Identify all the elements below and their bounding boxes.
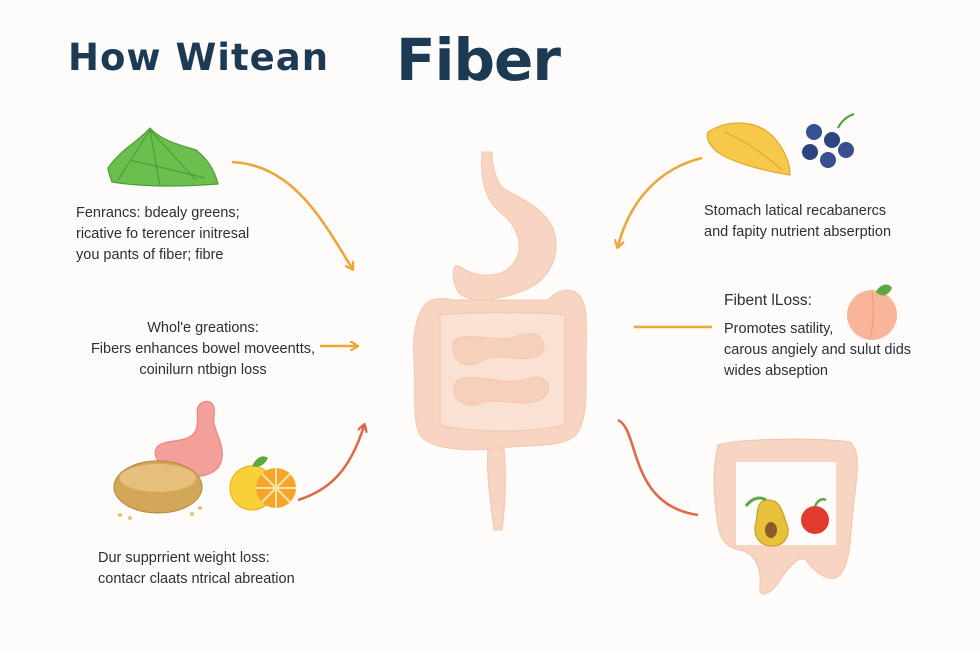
label-line: Stomach latical recabanercs xyxy=(704,203,887,219)
label-whole-grains: Whol'e greations: Fibers enhances bowel … xyxy=(78,318,328,381)
leafy-greens-icon xyxy=(107,127,219,187)
label-line: you pants of fiber; fibre xyxy=(76,247,224,263)
label-line: Fibers enhances bowel moveentts, xyxy=(90,341,316,357)
pear-icon xyxy=(744,496,789,547)
apple-icon xyxy=(801,498,829,534)
title-part-2: Fiber xyxy=(396,26,561,94)
arrow-greens-to-gut xyxy=(231,160,352,268)
label-heading: Whol'e greations: xyxy=(147,320,259,336)
label-line: ricative fo terencer initresal xyxy=(76,226,250,242)
label-heading: Fibent lLoss: xyxy=(724,292,812,309)
banana-icon xyxy=(706,122,791,176)
peach-icon xyxy=(847,284,897,340)
label-fiber-loss: Fibent lLoss: Promotes satility, carous … xyxy=(724,290,911,382)
label-leafy-greens: Fenrancs: bdealy greens; ricative fo ter… xyxy=(76,203,249,266)
orange-icon xyxy=(229,456,296,511)
grains-bowl-icon xyxy=(113,460,203,520)
title-part-1: How Witean xyxy=(68,36,330,79)
label-stomach: Stomach latical recabanercs and fapity n… xyxy=(704,201,891,243)
label-line: Fenrancs: bdealy greens; xyxy=(76,205,240,221)
label-line: Promotes satility, xyxy=(724,321,834,337)
arrow-gut-to-colon xyxy=(617,418,699,517)
label-line: wides abseption xyxy=(724,363,828,379)
label-line: carous angiely and sulut dids xyxy=(724,342,912,358)
arrow-foods-to-gut xyxy=(297,426,364,502)
digestive-system-illustration xyxy=(413,151,587,531)
label-weight-loss-support: Dur supprrient weight loss: contacr claa… xyxy=(98,548,295,590)
label-line: and fapity nutrient abserption xyxy=(704,224,892,240)
colon-icon xyxy=(713,438,858,595)
blueberries-icon xyxy=(802,113,855,168)
label-line: coinilurn ntbign loss xyxy=(139,362,267,378)
label-line: contacr claats ntrical abreation xyxy=(98,571,295,587)
arrow-fruits-to-stomach xyxy=(618,156,703,246)
label-heading: Dur supprrient weight loss: xyxy=(98,550,270,566)
